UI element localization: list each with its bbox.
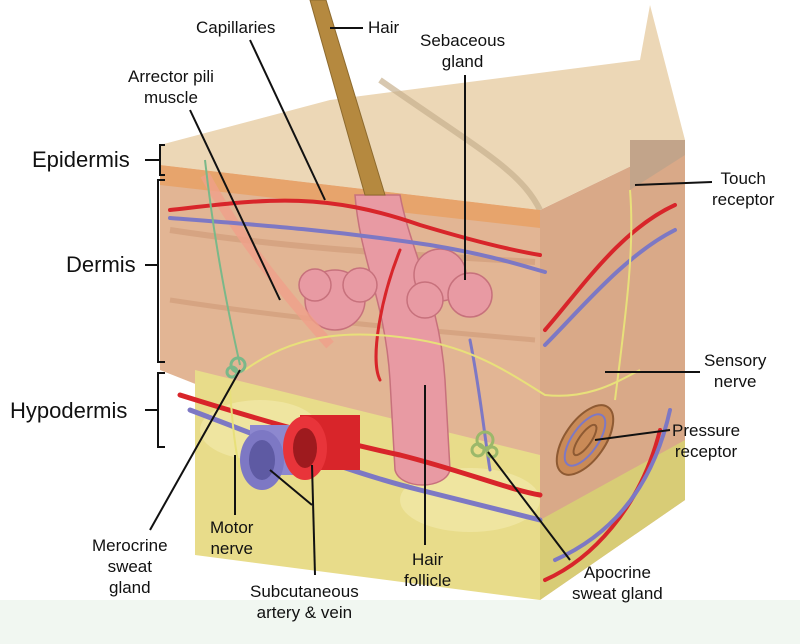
vein-leader — [269, 469, 313, 506]
label-motor-nerve: Motor nerve — [210, 518, 254, 558]
touch-receptor-leader — [634, 181, 713, 186]
epidermis-front-edge — [160, 165, 540, 228]
layer-brackets — [145, 144, 165, 448]
dermis-texture — [169, 227, 536, 265]
label-sensory-nerve: Sensory nerve — [704, 351, 767, 391]
label-sebaceous-gland: Sebaceous gland — [420, 31, 506, 71]
capillaries-leader — [249, 39, 326, 201]
apocrine-leader — [487, 451, 571, 561]
label-merocrine-sweat-gland: Merocrine sweat gland — [92, 536, 168, 597]
dermis-texture — [169, 297, 536, 343]
bottom-strip — [0, 600, 800, 644]
label-hair-follicle: Hair follicle — [404, 550, 452, 590]
epidermis-flake — [630, 140, 685, 190]
label-hypodermis: Hypodermis — [10, 398, 128, 423]
hair-shaft — [309, 0, 386, 196]
artery-leader — [311, 464, 316, 576]
label-arrector-pili-muscle: Arrector pili muscle — [128, 67, 214, 107]
pressure-receptor-leader — [594, 429, 671, 441]
label-epidermis: Epidermis — [32, 147, 130, 172]
merocrine-leader — [149, 369, 241, 531]
label-pressure-receptor: Pressure receptor — [672, 421, 741, 461]
label-subcutaneous-artery-vein: Subcutaneous artery & vein — [250, 582, 359, 622]
pressure-receptor — [555, 404, 615, 476]
label-hair: Hair — [368, 18, 400, 37]
skin-fold — [378, 77, 543, 212]
leader-lines — [149, 27, 713, 576]
label-touch-receptor: Touch receptor — [712, 169, 775, 209]
arrector-pili-leader — [189, 109, 281, 301]
merocrine-duct — [204, 159, 241, 366]
sebaceous-glands — [298, 248, 493, 331]
label-capillaries: Capillaries — [196, 18, 276, 37]
arteries — [168, 198, 677, 582]
label-dermis: Dermis — [66, 252, 136, 277]
label-apocrine-sweat-gland: Apocrine sweat gland — [572, 563, 663, 603]
subcutaneous-artery — [283, 415, 360, 480]
